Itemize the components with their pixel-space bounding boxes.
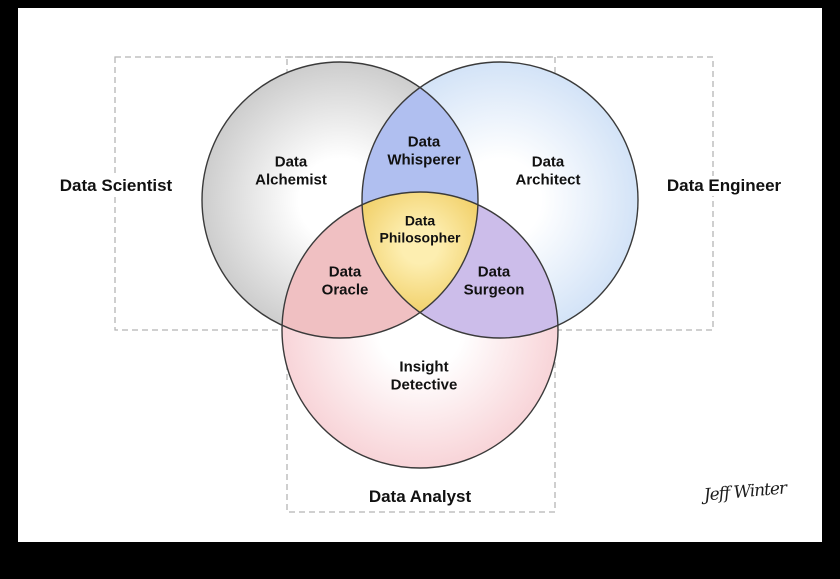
region-label-insight-detective: Insight Detective	[391, 358, 458, 393]
scientist-circle-outline	[201, 61, 479, 339]
region-label-insight-line1: Insight	[399, 358, 449, 376]
outer-label-data-scientist: Data Scientist	[54, 175, 178, 197]
region-label-alchemist-line1: Data	[274, 153, 308, 171]
region-label-philosopher: Data Philosopher	[380, 212, 461, 245]
region-label-architect: Data Architect	[515, 153, 580, 188]
region-label-oracle: Data Oracle	[322, 263, 369, 298]
region-label-surgeon-line2: Surgeon	[463, 281, 525, 298]
engineer-circle-outline	[361, 61, 639, 339]
region-label-architect-line2: Architect	[515, 171, 581, 188]
outer-label-data-engineer: Data Engineer	[661, 175, 787, 197]
region-label-architect-line1: Data	[531, 153, 565, 171]
region-label-alchemist-line2: Alchemist	[255, 171, 327, 188]
region-label-oracle-line2: Oracle	[321, 281, 369, 298]
region-label-surgeon-line1: Data	[477, 263, 511, 281]
region-label-philosopher-line1: Data	[404, 212, 436, 229]
region-label-whisperer-line2: Whisperer	[387, 151, 461, 168]
analyst-circle-outline	[281, 191, 559, 469]
region-label-oracle-line1: Data	[328, 263, 362, 281]
outer-label-data-analyst: Data Analyst	[363, 486, 477, 508]
region-label-whisperer: Data Whisperer	[387, 133, 460, 168]
region-label-alchemist: Data Alchemist	[255, 153, 327, 188]
region-label-philosopher-line2: Philosopher	[379, 229, 461, 245]
region-label-surgeon: Data Surgeon	[464, 263, 525, 298]
region-label-whisperer-line1: Data	[407, 133, 441, 151]
region-label-insight-line2: Detective	[390, 376, 458, 393]
